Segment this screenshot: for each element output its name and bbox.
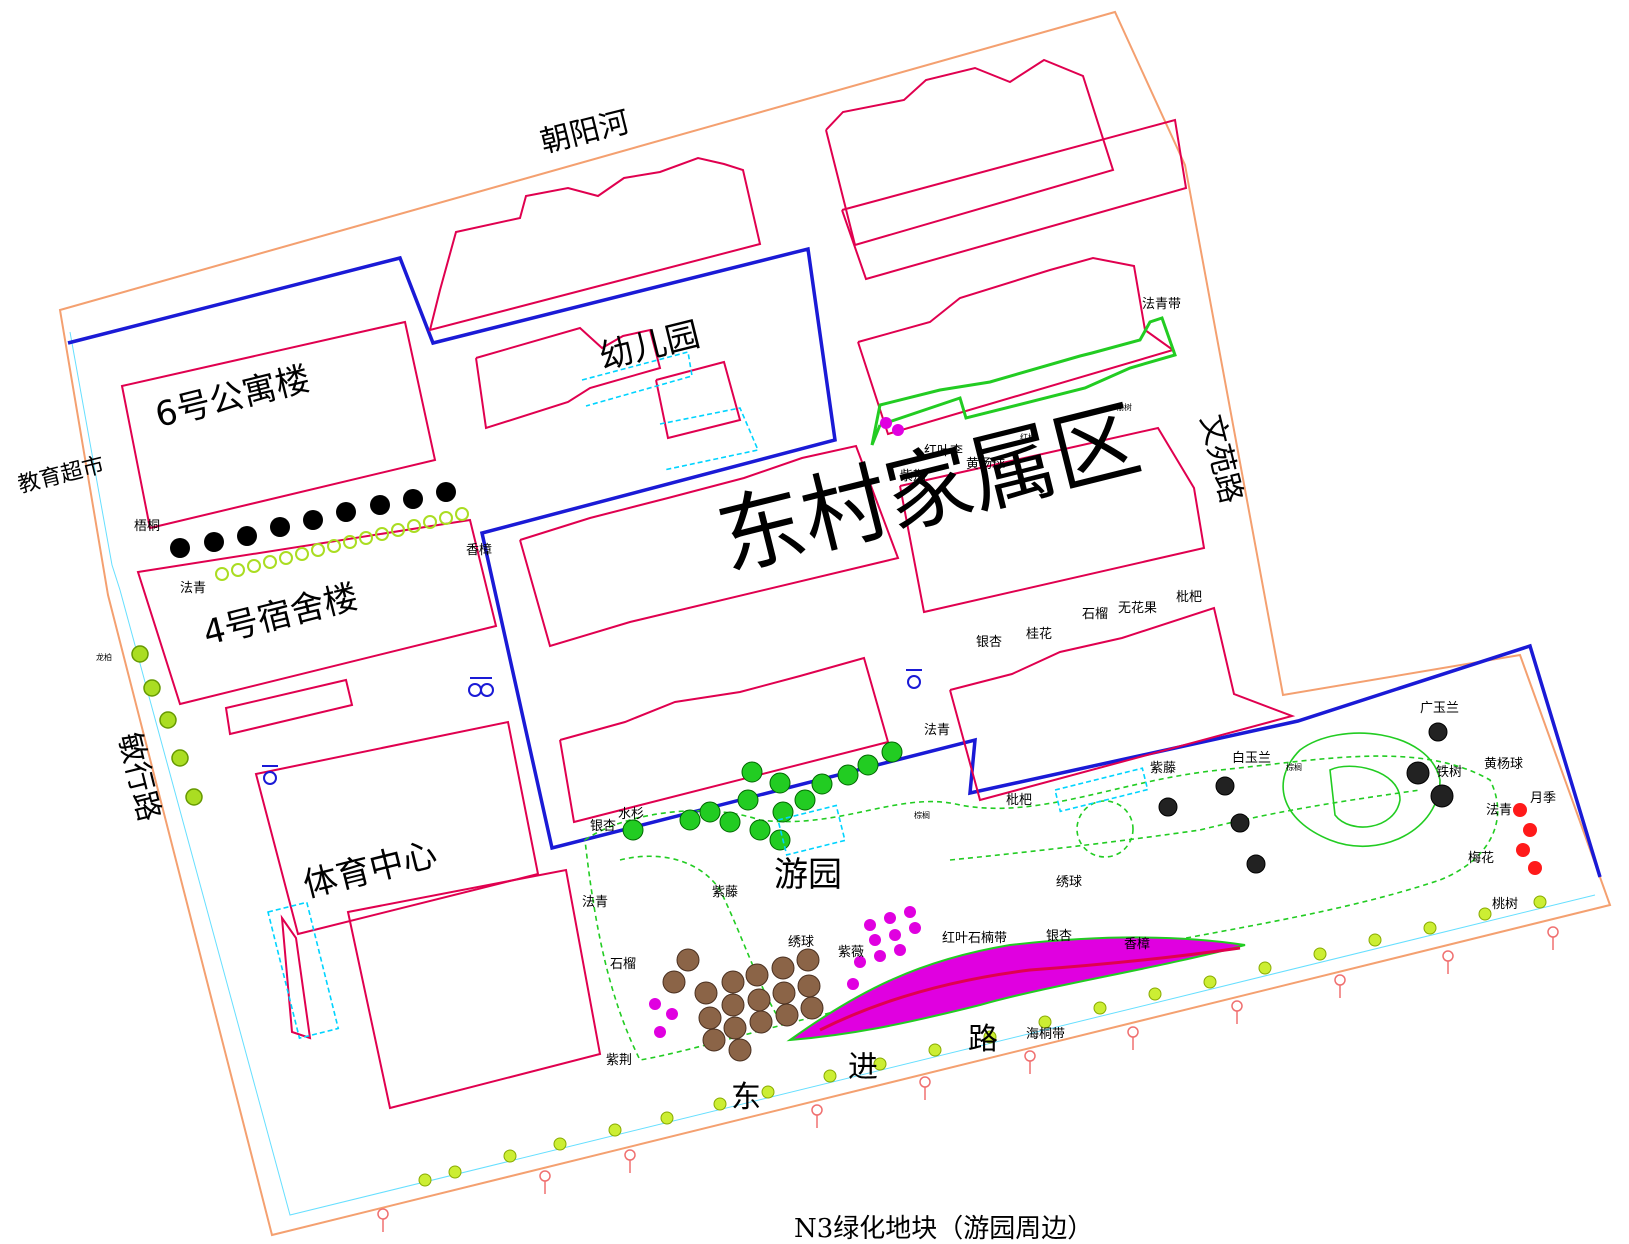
label-zijing-north: 紫荆 — [900, 469, 927, 484]
yueji-shrubs — [1513, 803, 1542, 875]
building-label-garden: 游园 — [774, 855, 842, 895]
label-xiangzhang-west: 香樟 — [466, 543, 493, 558]
label-pipa-mid: 枇杷 — [1176, 590, 1203, 605]
label-faqing-band: 法青带 — [1142, 297, 1182, 312]
wutong-trees — [170, 482, 456, 558]
site-boundary — [58, 10, 1612, 1237]
label-yueji: 月季 — [1530, 791, 1557, 806]
shiliu-trees — [662, 948, 824, 1062]
label-haitong: 海桐带 — [1026, 1027, 1066, 1042]
label-huangyangqiu-north: 黄杨球 — [966, 457, 1006, 472]
label-hongye-shinan: 红叶石楠带 — [942, 931, 1008, 946]
label-faqing-mid: 法青 — [924, 723, 951, 738]
label-zonglv-east: 棕榈 — [1286, 763, 1302, 772]
label-xiangzhang-east: 香樟 — [1124, 937, 1151, 952]
label-faqing-garden: 法青 — [582, 895, 609, 910]
label-yinxing-east: 银杏 — [1046, 929, 1073, 944]
north-blocks — [428, 58, 1296, 824]
label-guihua: 桂花 — [1026, 627, 1053, 642]
east-dark-trees — [1158, 722, 1454, 874]
label-yinxing-mid: 银杏 — [976, 635, 1003, 650]
garden-trees — [622, 741, 903, 851]
photinia-band — [786, 936, 1246, 1042]
lamp-symbols — [377, 926, 1559, 1232]
label-taoshu: 桃树 — [1492, 897, 1519, 912]
label-shuishan: 水杉 — [618, 807, 645, 822]
label-ziwei: 紫薇 — [838, 945, 865, 960]
map-caption: N3绿化地块（游园周边） — [794, 1214, 1094, 1244]
label-pipa-east: 枇杷 — [1006, 793, 1033, 808]
label-xiuqiu-east: 绣球 — [1056, 875, 1083, 890]
label-wutong: 梧桐 — [134, 519, 161, 534]
label-yinxing-garden: 银杏 — [590, 819, 617, 834]
label-huangyangqiu-east: 黄杨球 — [1484, 757, 1524, 772]
label-wuhuaguo: 无花果 — [1118, 601, 1158, 616]
label-faqing-east: 法青 — [1486, 803, 1513, 818]
label-faqing-west: 法青 — [180, 581, 207, 596]
street-trees — [418, 895, 1547, 1187]
label-ziteng-garden: 紫藤 — [712, 885, 739, 900]
ziwei-shrubs — [649, 417, 921, 1038]
label-yushu: 榆树 — [1116, 403, 1132, 412]
label-shiliu-mid: 石榴 — [1082, 607, 1109, 622]
label-zhonglv: 棕榈 — [914, 811, 930, 820]
pittosporum-band — [819, 946, 1241, 1032]
label-xiuqiu-garden: 绣球 — [788, 935, 815, 950]
road-label-south-3: 路 — [968, 1022, 998, 1057]
manhole-symbols — [262, 669, 922, 785]
west-buildings — [120, 320, 602, 1110]
label-baiyulan: 白玉兰 — [1232, 751, 1272, 766]
label-longbai: 龙柏 — [96, 653, 112, 662]
road-label-south-1: 东 — [731, 1080, 761, 1115]
cyan-details — [267, 351, 1149, 1040]
label-meihua: 梅花 — [1468, 851, 1495, 866]
label-hongyeli: 红叶李 — [924, 444, 964, 459]
inner-road-line — [69, 331, 1596, 1216]
label-hongfeng: 红枫 — [1020, 433, 1036, 442]
district-boundary — [67, 246, 1602, 878]
hedge-band — [870, 316, 1177, 446]
longbai-row — [131, 645, 203, 806]
road-label-south-2: 进 — [848, 1050, 878, 1085]
label-tieshu: 铁树 — [1436, 765, 1463, 780]
label-ziteng-east: 紫藤 — [1150, 761, 1177, 776]
label-shiliu-garden: 石榴 — [610, 957, 637, 972]
faqing-row — [215, 507, 469, 581]
label-guangyulan: 广玉兰 — [1420, 701, 1460, 716]
garden-paths — [584, 732, 1499, 1061]
label-zijing-garden: 紫荆 — [606, 1053, 633, 1068]
